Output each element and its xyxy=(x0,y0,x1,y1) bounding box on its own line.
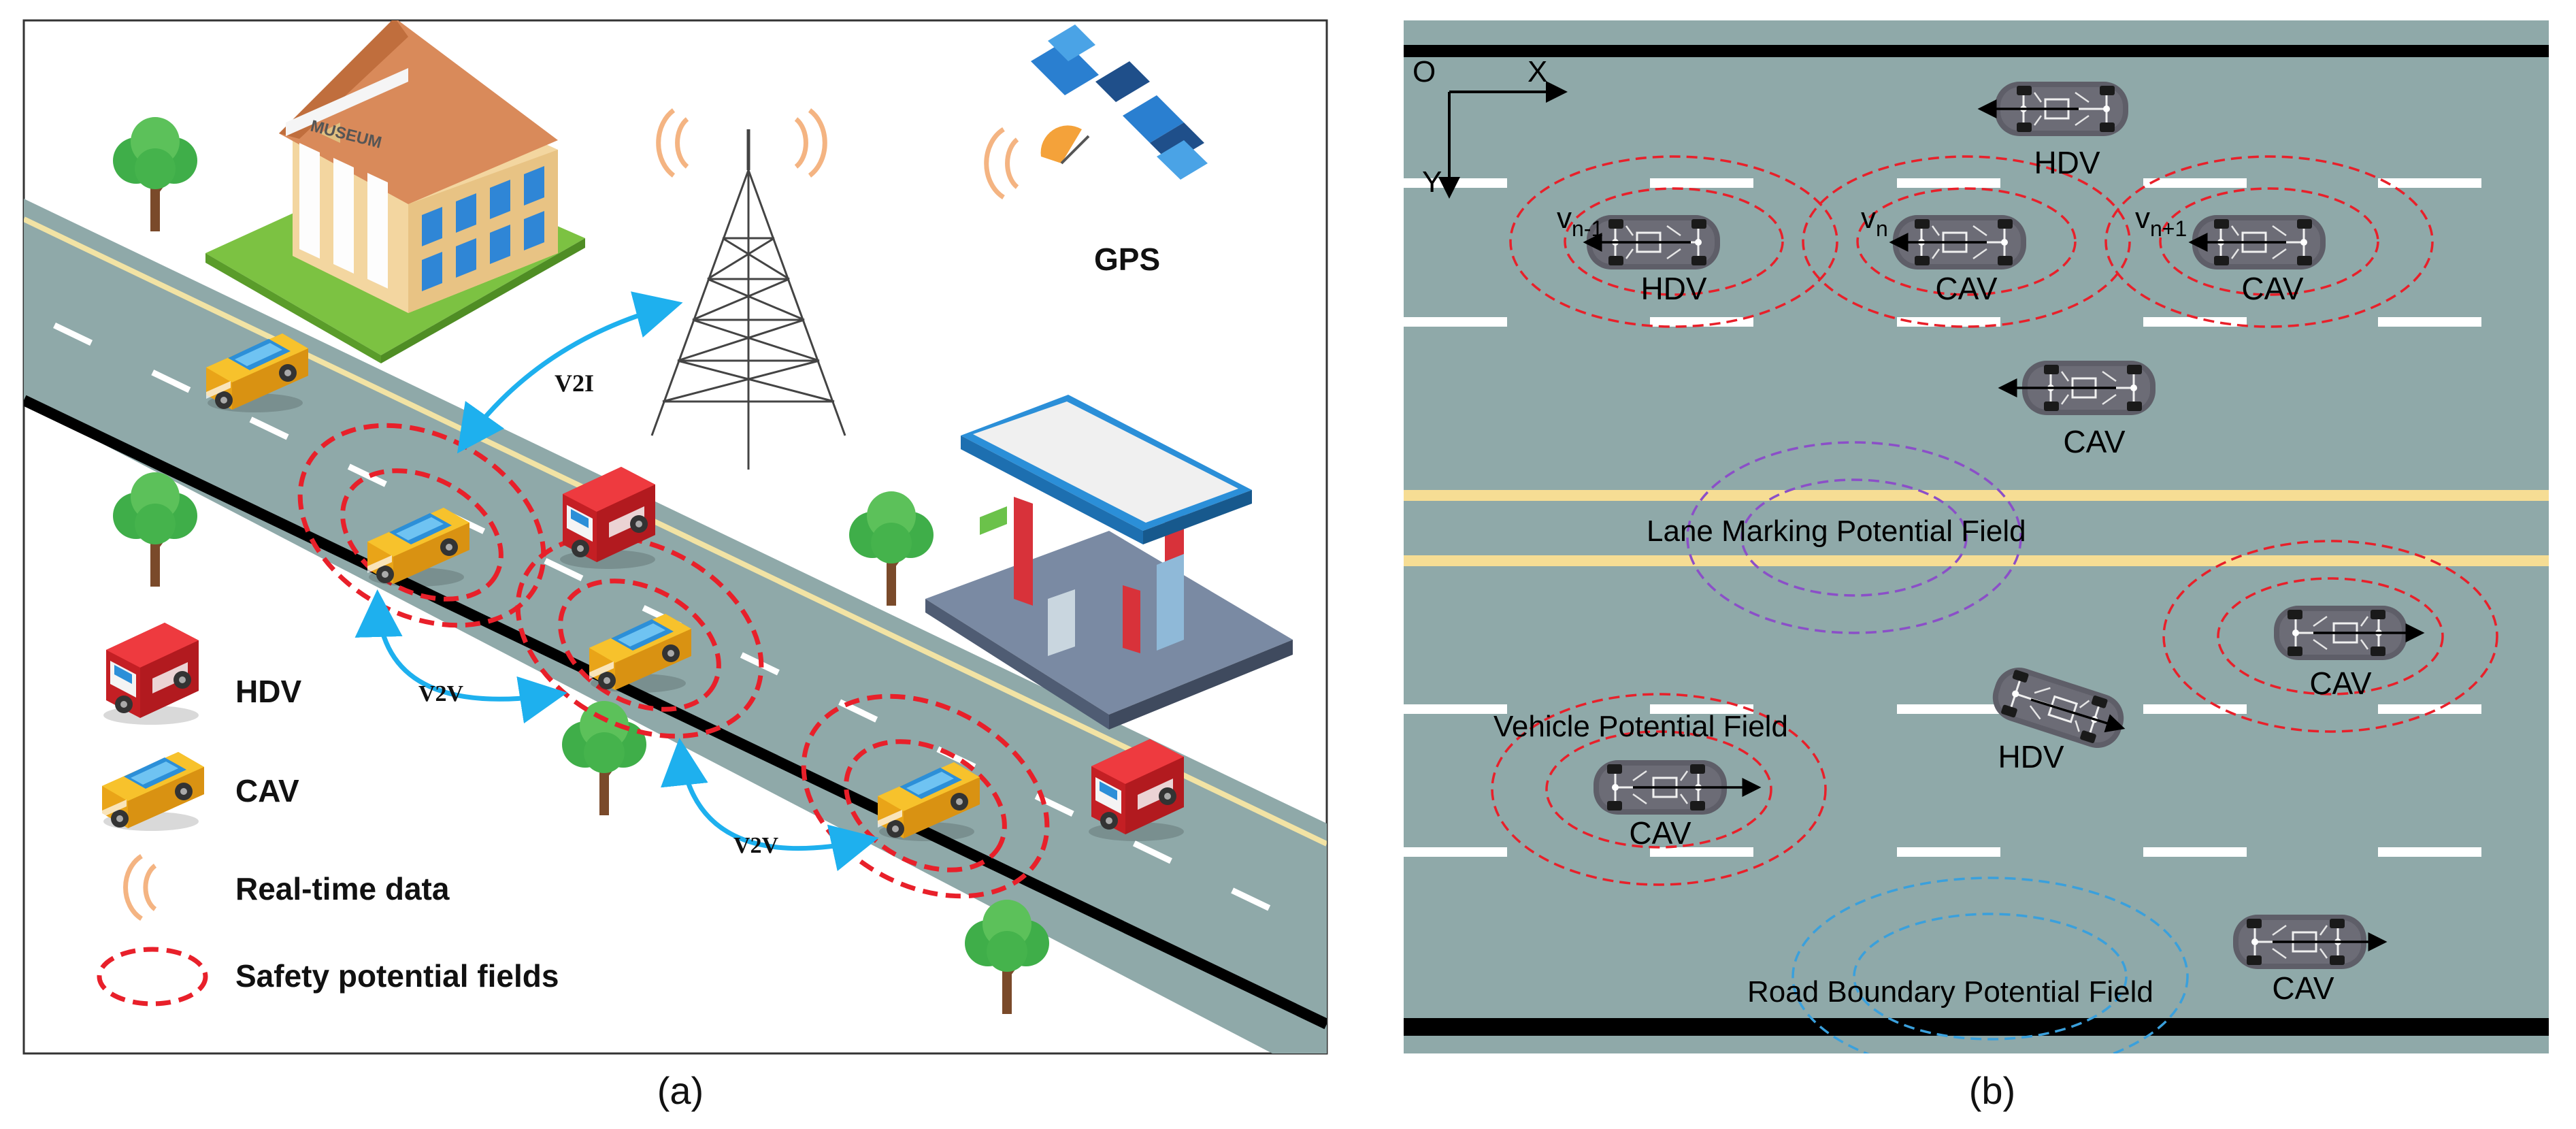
vehicle-label-cav: CAV xyxy=(2241,271,2303,306)
road-top-view xyxy=(1404,20,2549,1053)
svg-text:vn: vn xyxy=(1861,201,1888,241)
panel-b: O X Y xyxy=(1404,20,2549,1112)
road-boundary-top xyxy=(1404,45,2549,57)
panel-a: MUSEUM xyxy=(22,19,1328,1112)
svg-text:vn+1: vn+1 xyxy=(2135,201,2187,241)
road-boundary-potential-field xyxy=(1791,877,2189,1053)
vehicle-potential-field xyxy=(1491,155,2498,886)
lane-field-label: Lane Marking Potential Field xyxy=(1647,514,2026,548)
satellite-icon xyxy=(1031,24,1208,180)
svg-text:vn-1: vn-1 xyxy=(1557,201,1603,241)
v2v-label: V2V xyxy=(418,681,464,706)
road-yellow-line xyxy=(24,216,1327,847)
vehicle-label-cav: CAV xyxy=(1935,271,1997,306)
vehicle-label-cav: CAV xyxy=(2309,666,2371,701)
road-edge xyxy=(24,395,1327,1030)
legend-cav-label: CAV xyxy=(235,773,299,808)
gps-label: GPS xyxy=(1094,242,1160,277)
axis-x-label: X xyxy=(1528,55,1547,88)
v2i-label: V2I xyxy=(555,370,594,397)
vehicle-label-cav: CAV xyxy=(2272,970,2334,1006)
velocity-label: vn-1 xyxy=(1557,201,1603,241)
velocity-label: vn xyxy=(1861,201,1888,241)
vehicle-label-hdv: HDV xyxy=(2034,145,2100,180)
velocity-label: vn+1 xyxy=(2135,201,2187,241)
legend-realtime-label: Real-time data xyxy=(235,871,450,906)
vehicle-label-hdv: HDV xyxy=(1640,271,1706,306)
road-boundary-bottom xyxy=(1404,1018,2549,1036)
axis-indicator xyxy=(1438,81,1568,199)
axis-y-label: Y xyxy=(1422,165,1442,199)
legend: HDV CAV Real-time data Safety potential … xyxy=(97,623,559,1007)
gas-station xyxy=(925,395,1293,730)
vehicle-label-cav: CAV xyxy=(2063,424,2125,459)
communication-arrows xyxy=(354,291,879,872)
signal-icon xyxy=(984,127,1019,199)
lane-marking-potential-field xyxy=(1686,441,2022,634)
v2v-label: V2V xyxy=(733,833,779,858)
legend-safety-label: Safety potential fields xyxy=(235,958,559,994)
museum-building: MUSEUM xyxy=(205,20,585,363)
vehicle-label-hdv: HDV xyxy=(1998,739,2064,774)
legend-hdv-label: HDV xyxy=(235,674,301,709)
center-line xyxy=(1404,555,2549,566)
heading-arrows xyxy=(1583,99,2425,951)
legend-realtime-icon xyxy=(123,854,157,921)
boundary-field-label: Road Boundary Potential Field xyxy=(1747,975,2153,1009)
vehicle-label-cav: CAV xyxy=(1629,815,1691,851)
panel-b-caption: (b) xyxy=(1969,1069,2015,1112)
legend-safety-icon xyxy=(97,947,208,1007)
axis-origin-label: O xyxy=(1413,55,1436,88)
panel-a-caption: (a) xyxy=(657,1069,704,1112)
vehicle-field-label: Vehicle Potential Field xyxy=(1493,710,1788,743)
center-line xyxy=(1404,490,2549,501)
road-dashes xyxy=(53,322,1327,939)
signal-icon xyxy=(656,108,827,178)
